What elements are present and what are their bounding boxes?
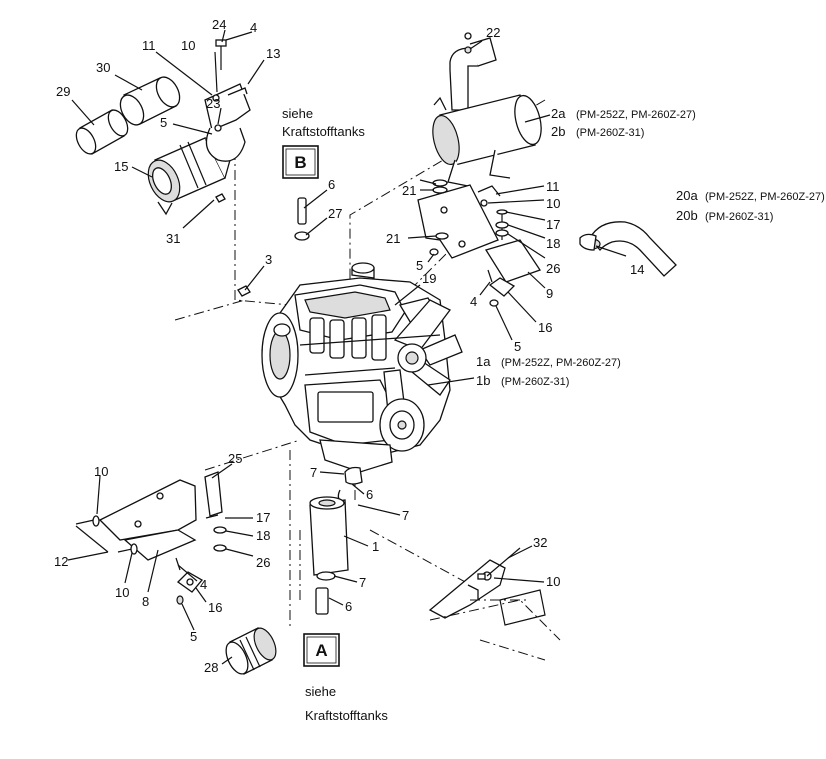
engine-block — [237, 262, 463, 473]
callout-7-a: 7 — [310, 465, 317, 480]
bolt-24 — [215, 39, 227, 70]
see-fuel-tanks-a-line2: Kraftstofftanks — [305, 708, 388, 723]
coolant-hose — [579, 221, 677, 277]
callout-26-bottom: 26 — [256, 555, 270, 570]
ref-box-b-label: B — [294, 153, 306, 172]
callout-5-bottom: 5 — [190, 629, 197, 644]
annotation-20b: (PM-260Z-31) — [705, 211, 773, 223]
callout-11-right: 11 — [546, 179, 560, 194]
filter-element-outer — [119, 76, 181, 126]
callout-9: 9 — [546, 286, 553, 301]
callout-7-b: 7 — [402, 508, 409, 523]
callout-15: 15 — [114, 159, 128, 174]
callout-10-right: 10 — [546, 196, 560, 211]
callout-27: 27 — [328, 206, 342, 221]
callout-21-a: 21 — [402, 183, 416, 198]
callout-5-topleft: 5 — [160, 115, 167, 130]
engine-mount-group — [75, 471, 227, 605]
callout-4-top: 4 — [250, 20, 257, 35]
callout-6-bottom: 6 — [345, 599, 352, 614]
air-filter-group — [75, 39, 251, 216]
callout-5-lowright: 5 — [514, 339, 521, 354]
leader-lines — [67, 29, 627, 665]
callout-labels: 29 30 11 10 24 4 13 23 5 15 31 3 6 27 22… — [54, 17, 825, 675]
callout-6-mid: 6 — [366, 487, 373, 502]
callout-16-bottom: 16 — [208, 600, 222, 615]
screw-31 — [215, 193, 226, 203]
see-fuel-tanks-a-line1: siehe — [305, 684, 336, 699]
air-filter-housing — [147, 137, 231, 216]
callout-24: 24 — [212, 17, 226, 32]
callout-5-midright: 5 — [416, 258, 423, 273]
callout-4-bottom: 4 — [200, 577, 207, 592]
see-fuel-tanks-b-line2: Kraftstofftanks — [282, 124, 365, 139]
callout-25: 25 — [228, 451, 242, 466]
callout-28: 28 — [204, 660, 218, 675]
callout-8: 8 — [142, 594, 149, 609]
callout-14: 14 — [630, 262, 644, 277]
filter-bracket — [204, 83, 251, 162]
callout-23: 23 — [206, 96, 220, 111]
callout-10-top: 10 — [181, 38, 195, 53]
callout-29: 29 — [56, 84, 70, 99]
machine-frame — [428, 547, 561, 661]
callout-1a: 1a — [476, 354, 491, 369]
callout-16-right: 16 — [538, 320, 552, 335]
see-fuel-tanks-b-line1: siehe — [282, 106, 313, 121]
annotation-1a: (PM-252Z, PM-260Z-27) — [501, 357, 621, 369]
callout-2a: 2a — [551, 106, 566, 121]
callout-6-top: 6 — [328, 177, 335, 192]
cooling-fan — [383, 299, 463, 413]
callout-11-top: 11 — [142, 38, 156, 53]
ref-box-a-label: A — [315, 641, 327, 660]
muffler-group — [417, 32, 542, 307]
callout-32: 32 — [533, 535, 547, 550]
fuel-filter-group — [294, 197, 363, 615]
callout-7-c: 7 — [359, 575, 366, 590]
annotation-2a: (PM-252Z, PM-260Z-27) — [576, 109, 696, 121]
callout-4-right: 4 — [470, 294, 477, 309]
callout-12: 12 — [54, 554, 68, 569]
callout-18-right: 18 — [546, 236, 560, 251]
ref-box-a: A — [303, 633, 340, 667]
annotation-20a: (PM-252Z, PM-260Z-27) — [705, 191, 825, 203]
oil-filter — [225, 627, 277, 675]
callout-19: 19 — [422, 271, 436, 286]
callout-20b: 20b — [676, 208, 698, 223]
callout-17-right: 17 — [546, 217, 560, 232]
callout-21-b: 21 — [386, 231, 400, 246]
callout-31: 31 — [166, 231, 180, 246]
callout-20a: 20a — [676, 188, 698, 203]
callout-10-left: 10 — [94, 464, 108, 479]
callout-10-bottom: 10 — [546, 574, 560, 589]
filter-element-inner — [75, 109, 129, 155]
callout-10-left2: 10 — [115, 585, 129, 600]
callout-17-bottom: 17 — [256, 510, 270, 525]
callout-22: 22 — [486, 25, 500, 40]
callout-1: 1 — [372, 539, 379, 554]
annotation-2b: (PM-260Z-31) — [576, 127, 644, 139]
callout-13: 13 — [266, 46, 280, 61]
callout-3: 3 — [265, 252, 272, 267]
annotation-1b: (PM-260Z-31) — [501, 376, 569, 388]
callout-26-right: 26 — [546, 261, 560, 276]
callout-1b: 1b — [476, 373, 490, 388]
callout-2b: 2b — [551, 124, 565, 139]
callout-18-bottom: 18 — [256, 528, 270, 543]
callout-30: 30 — [96, 60, 110, 75]
ref-box-b: B — [282, 145, 319, 179]
